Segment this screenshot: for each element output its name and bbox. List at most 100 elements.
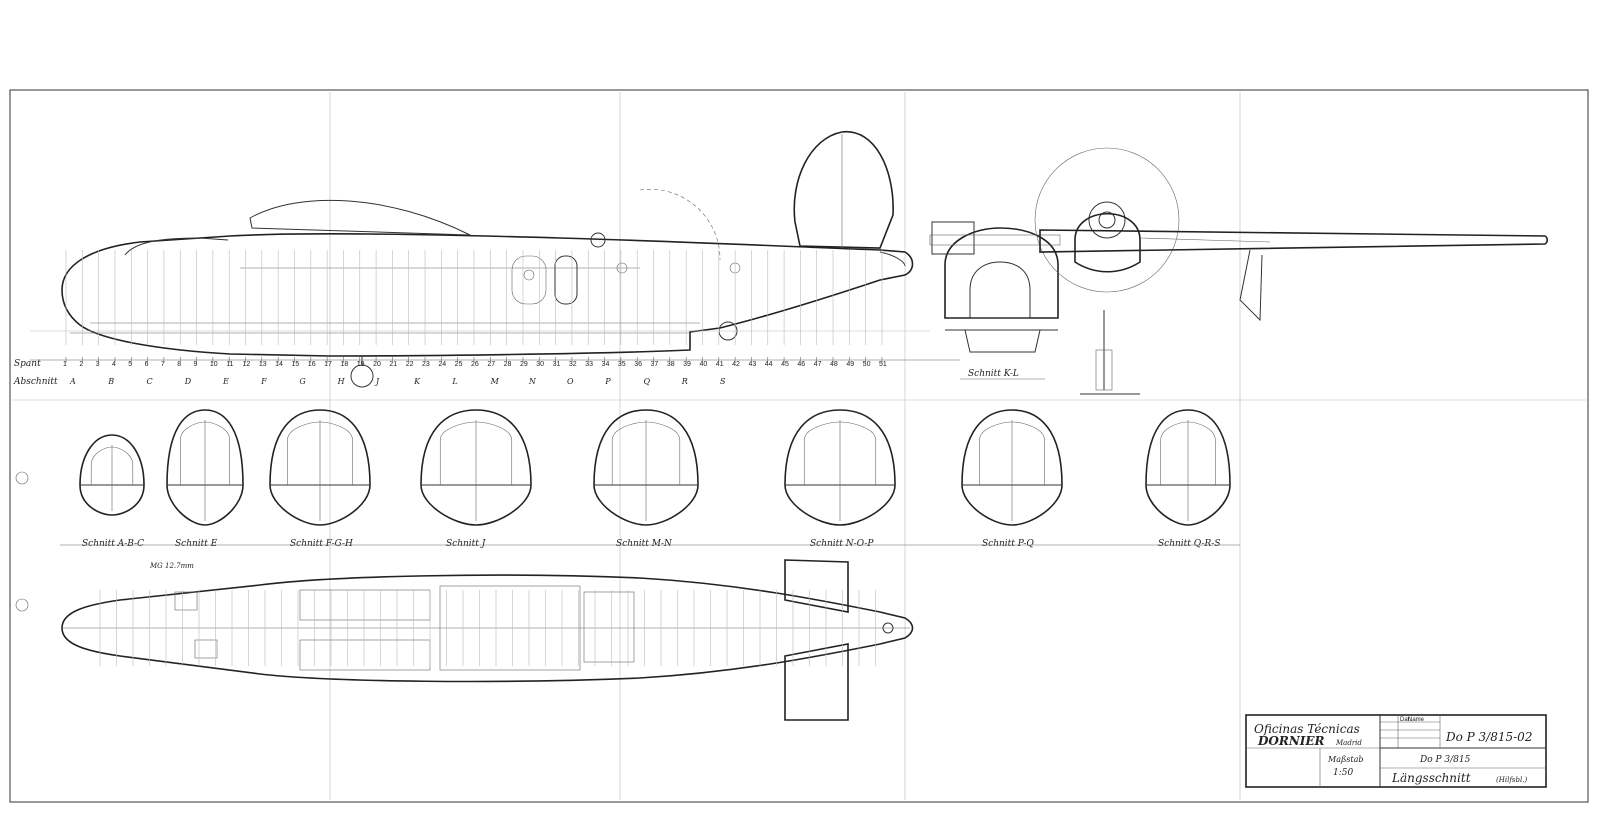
frame-number: 15 [291,361,299,368]
frame-number: 28 [504,361,512,368]
station-letter: R [681,377,688,386]
frame-number: 42 [732,361,740,368]
frame-number: 38 [667,361,675,368]
frame-number: 37 [651,361,659,368]
company-line-1: Oficinas Técnicas [1254,722,1360,736]
frame-number: 27 [487,361,495,368]
station-letter: B [107,377,114,386]
station-letter: O [567,377,574,386]
frame-number: 4 [112,361,116,368]
station-letter: N [528,377,537,386]
punch-hole [15,471,29,485]
station-letter: G [299,377,306,386]
punch-hole [15,598,29,612]
cross-section: Schnitt M-N [593,409,699,549]
station-letter: A [69,377,76,386]
drawing-number: Do P 3/815-02 [1445,730,1532,744]
company-line-2: DORNIER [1257,734,1325,748]
cross-section-label: Schnitt Q-R-S [1158,539,1221,549]
frame-number: 33 [585,361,593,368]
scale-label: Maßstab [1327,755,1364,764]
cross-section-label: Schnitt M-N [616,539,673,549]
frame-number: 10 [210,361,218,368]
frame-number: 8 [177,361,181,368]
cross-sections-row: Schnitt A-B-C Schnitt E Schnitt F-G-H Schni… [79,409,1231,549]
frame-number: 44 [765,361,773,368]
frame-number: 29 [520,361,528,368]
frame-number: 19 [357,361,365,368]
cross-section: Schnitt P-Q [961,409,1063,549]
frame-number: 23 [422,361,430,368]
frame-number: 34 [602,361,610,368]
cross-section-label: Schnitt J [446,539,487,549]
frame-number: 7 [161,361,165,368]
frame-number: 17 [324,361,332,368]
station-letter: C [146,377,152,386]
plan-mg-annotation: MG 12.7mm [149,562,194,570]
frame-number: 43 [748,361,756,368]
plan-view-frames [99,590,876,666]
frame-number: 11 [226,361,233,368]
frame-number: 40 [699,361,707,368]
station-letter: Q [644,377,651,386]
frame-number: 5 [128,361,132,368]
section-k-l-label: Schnitt K-L [968,369,1019,379]
station-letter: M [490,377,500,386]
title-block: Oficinas Técnicas DORNIER Madrid Maßstab… [1245,714,1547,788]
frame-number: 26 [471,361,479,368]
frame-number: 32 [569,361,577,368]
frame-number: 12 [243,361,251,368]
frame-number: 24 [438,361,446,368]
frame-number: 35 [618,361,626,368]
frame-number: 51 [879,361,887,368]
cross-section-label: Schnitt P-Q [982,539,1034,549]
frame-number: 21 [389,361,397,368]
station-letter: J [374,377,380,386]
cross-section: Schnitt A-B-C [79,434,145,549]
frame-number: 16 [308,361,316,368]
side-view-frames [65,250,883,345]
frame-number: 46 [797,361,805,368]
scale-value: 1:50 [1333,768,1353,778]
frame-number: 48 [830,361,838,368]
frame-number: 31 [553,361,561,368]
frame-number: 49 [846,361,854,368]
frame-number: 9 [194,361,198,368]
cross-section-label: Schnitt E [175,539,218,549]
title-col-header-1: Dat. [1400,717,1411,723]
station-letter: S [720,377,726,386]
frame-number: 45 [781,361,789,368]
frame-number: 22 [406,361,414,368]
sheet-border [9,89,1589,803]
cross-section-label: Schnitt A-B-C [82,539,144,549]
frame-number: 39 [683,361,691,368]
frame-number: 36 [634,361,642,368]
company-city: Madrid [1335,739,1362,747]
station-letter: E [222,377,229,386]
frame-number: 6 [145,361,149,368]
cross-section: Schnitt F-G-H [269,409,371,549]
cross-section-label: Schnitt F-G-H [290,539,353,549]
station-letter: H [337,377,346,386]
frame-number: 1 [63,361,67,368]
frame-number: 20 [373,361,381,368]
frame-number: 47 [814,361,822,368]
frame-row-label: Spant [14,359,41,369]
station-letter: F [260,377,267,386]
frame-number: 13 [259,361,267,368]
frame-number: 41 [716,361,724,368]
station-row-label: Abschnitt [13,377,58,387]
frame-number: 18 [340,361,348,368]
station-letter: K [413,377,421,386]
drawing-title: Längsschnitt [1391,771,1471,785]
frame-number: 3 [96,361,100,368]
plan-view-fuselage: MG 12.7mm [61,559,914,721]
frame-number: 50 [863,361,871,368]
cross-section: Schnitt Q-R-S [1145,409,1231,549]
frame-number: 30 [536,361,544,368]
fold-lines [12,92,1586,800]
station-letter: D [184,377,192,386]
